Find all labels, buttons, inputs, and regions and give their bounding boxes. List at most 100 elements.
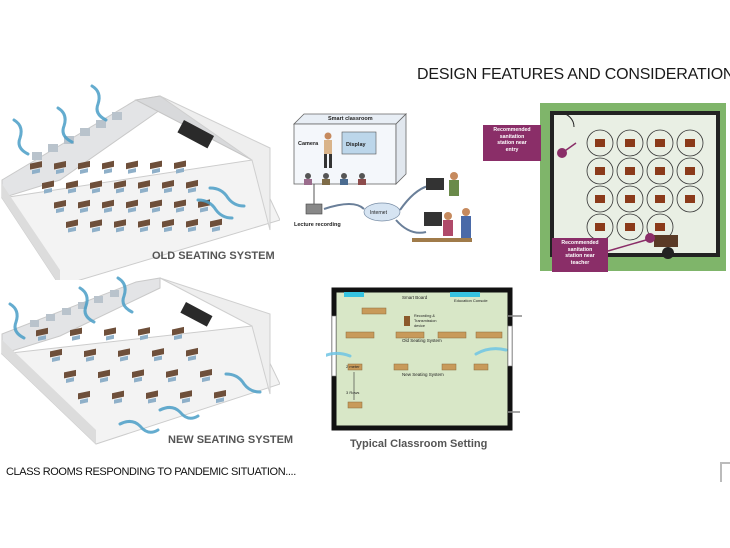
student-desk: [655, 139, 665, 147]
desk-old: [138, 219, 150, 228]
desk-old: [150, 199, 162, 209]
chair: [52, 356, 60, 362]
student-desk: [625, 167, 635, 175]
student-desk: [625, 195, 635, 203]
camera-label: Camera: [298, 141, 319, 147]
desk-old: [174, 160, 186, 170]
desk-new: [180, 390, 192, 399]
internet-cloud-icon: [363, 202, 401, 222]
smart-classroom-diagram: Smart classroom Camera Display Lecture r…: [293, 113, 472, 242]
chair: [154, 355, 162, 362]
svg-text:Recording &: Recording &: [414, 314, 435, 318]
chair: [106, 334, 114, 341]
desk-old: [210, 218, 222, 228]
smart-classroom-title: Smart classroom: [328, 116, 373, 122]
chair: [32, 168, 40, 175]
desk-old: [30, 161, 42, 170]
distance-circle: [676, 157, 704, 185]
desk-old: [186, 218, 198, 228]
desk-new: [50, 348, 62, 358]
desk-old: [114, 219, 126, 228]
desk-new: [64, 369, 76, 379]
chair: [164, 187, 172, 194]
chair: [92, 226, 100, 233]
chair: [104, 207, 112, 213]
chair: [140, 187, 148, 194]
board-screen: [177, 120, 215, 149]
laptop-icon: [426, 178, 444, 190]
student-desk: [595, 223, 605, 231]
chair: [116, 187, 124, 194]
airflow-arrows-plan: [326, 347, 508, 358]
old-seating-caption: OLD SEATING SYSTEM: [152, 250, 275, 262]
desk-new: [132, 369, 144, 378]
desk-old: [162, 180, 174, 189]
desk-new: [70, 327, 82, 337]
recording-camera-icon: [305, 203, 323, 215]
student-desk: [655, 195, 665, 203]
chair: [152, 206, 160, 213]
desk-new: [36, 327, 48, 337]
new-seating-room-illustration: [0, 276, 280, 445]
student-desk: [655, 223, 665, 231]
svg-text:device: device: [414, 324, 425, 328]
desk-old: [114, 180, 126, 189]
chair: [86, 356, 94, 362]
new-seating-plan-label: New Seating System: [402, 372, 444, 377]
desk-old: [78, 160, 90, 170]
distance-circle: [616, 129, 644, 157]
svg-text:Transmission: Transmission: [414, 319, 436, 323]
desk-new: [166, 369, 178, 378]
desk-new: [118, 348, 130, 357]
chair: [128, 168, 136, 174]
distance-circle: [646, 185, 674, 213]
chair: [66, 377, 74, 383]
desk-old: [186, 179, 198, 189]
desk-old: [102, 199, 114, 209]
desk-old: [174, 199, 186, 209]
airflow-arrows-new: [8, 276, 262, 434]
desk-old: [42, 180, 54, 190]
chair: [188, 355, 196, 362]
chair: [100, 377, 108, 383]
typical-classroom-caption: Typical Classroom Setting: [350, 438, 488, 450]
distance-circle: [676, 129, 704, 157]
desk-old: [78, 199, 90, 209]
student-desk: [655, 167, 665, 175]
chair: [216, 397, 224, 404]
desk-new: [98, 369, 110, 379]
desk-old: [90, 180, 102, 189]
chair: [56, 207, 64, 214]
display-panel: [341, 131, 377, 155]
desk-new: [138, 327, 150, 336]
desk-old: [54, 199, 66, 209]
console-label: Education Console: [454, 298, 488, 303]
chair: [188, 187, 196, 194]
desk-old: [162, 219, 174, 228]
chair: [152, 167, 160, 174]
old-seating-room-illustration: [1, 84, 280, 280]
desk-old: [90, 219, 102, 228]
chair: [168, 376, 176, 383]
student-desk: [625, 223, 635, 231]
distance-circle: [616, 213, 644, 241]
student-desk: [625, 139, 635, 147]
typical-classroom-plan: Smart Board Education Console Recording …: [326, 287, 522, 431]
slide-footer: CLASS ROOMS RESPONDING TO PANDEMIC SITUA…: [6, 466, 296, 478]
sanitation-station-teacher: [645, 233, 655, 243]
chair: [80, 398, 88, 404]
recording-device-icon: [404, 316, 410, 326]
distance-circle: [616, 157, 644, 185]
student-desk: [595, 139, 605, 147]
chair: [68, 226, 76, 233]
desk-new: [172, 326, 184, 336]
desk-old: [66, 180, 78, 189]
chair: [176, 167, 184, 174]
desk-new: [152, 348, 164, 357]
chair: [174, 334, 182, 341]
chair: [188, 226, 196, 233]
chair: [202, 376, 210, 383]
chair: [38, 335, 46, 341]
smart-board: [344, 292, 364, 297]
chair: [116, 226, 124, 233]
